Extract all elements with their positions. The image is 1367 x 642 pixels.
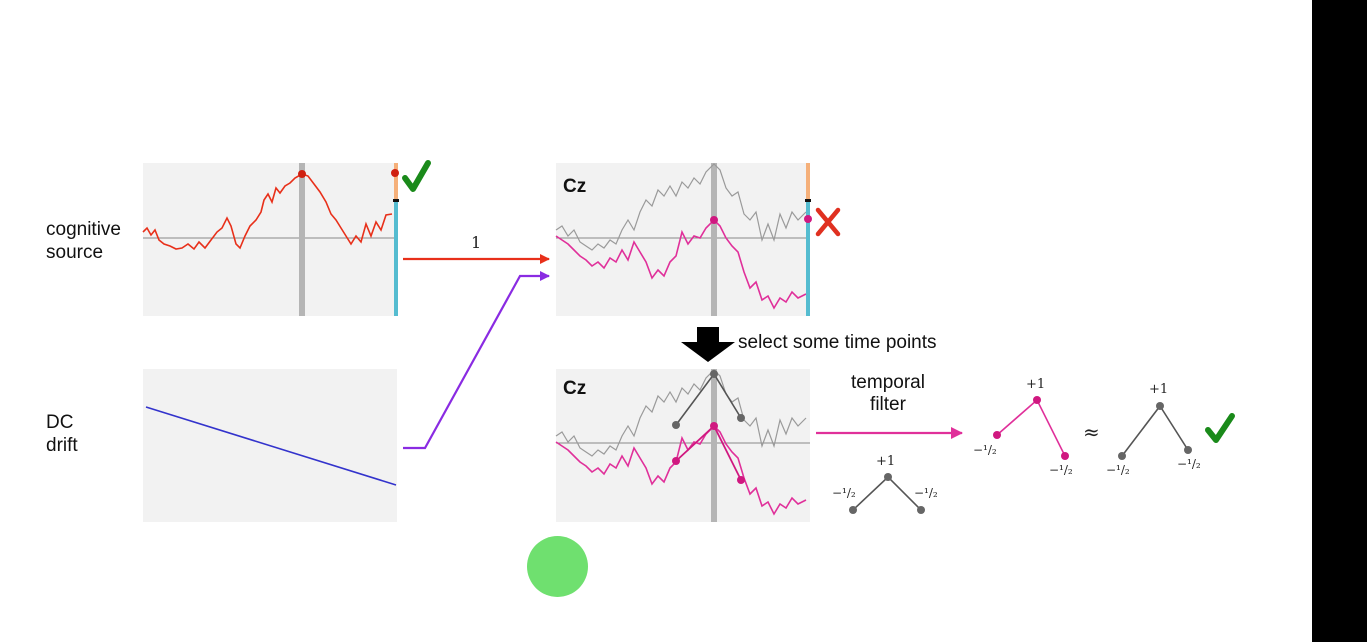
approx-symbol: ≈: [1083, 420, 1100, 444]
kernel-right-minus-half-right: −¹/₂: [1177, 457, 1201, 471]
select-down-arrow: [681, 327, 735, 362]
slide: cognitive source DC drift 1 Cz Cz select…: [0, 0, 1312, 642]
arrow-weight-label: 1: [471, 233, 482, 252]
kernel-small-plus-one: +1: [876, 454, 896, 469]
cognitive-source-panel: [142, 163, 399, 316]
cz-bottom-label: Cz: [563, 378, 587, 399]
pointer-highlight: [527, 536, 588, 597]
cz-top-gray-trace: [555, 163, 807, 251]
filter-kernel-gray-small: [849, 473, 925, 514]
select-time-points-caption: select some time points: [738, 332, 937, 353]
filter-kernel-gray-right: [1118, 402, 1192, 460]
check-mark-right: [1205, 413, 1235, 443]
kernel-right-minus-half-left: −¹/₂: [1106, 463, 1130, 477]
right-black-bar: [1312, 0, 1367, 642]
diagram-canvas: [142, 160, 1235, 522]
kernel-small-minus-half-left: −¹/₂: [832, 486, 856, 500]
purple-arrow: [403, 271, 550, 450]
dc-drift-label: DC drift: [46, 412, 78, 456]
cz-bottom-gray-trace: [555, 369, 807, 457]
kernel-pink-plus-one: +1: [1026, 377, 1046, 392]
filter-kernel-pink: [993, 396, 1069, 460]
cz-top-pink-trace: [555, 218, 807, 310]
cross-mark: [815, 207, 841, 237]
dc-drift-panel: [143, 369, 397, 522]
kernel-right-plus-one: +1: [1149, 382, 1169, 397]
kernel-pink-minus-half-left: −¹/₂: [973, 443, 997, 457]
cognitive-source-label: cognitive source: [46, 219, 121, 263]
cz-bottom-pink-trace: [555, 424, 807, 516]
check-mark-top: [402, 160, 431, 192]
cz-top-label: Cz: [563, 176, 587, 197]
kernel-pink-minus-half-right: −¹/₂: [1049, 463, 1073, 477]
kernel-small-minus-half-right: −¹/₂: [914, 486, 938, 500]
cz-bottom-panel: [555, 369, 810, 522]
temporal-filter-label: temporal filter: [851, 372, 925, 415]
cz-top-panel: [555, 163, 812, 316]
dc-drift-line: [145, 406, 397, 486]
cognitive-signal-trace: [142, 173, 393, 251]
